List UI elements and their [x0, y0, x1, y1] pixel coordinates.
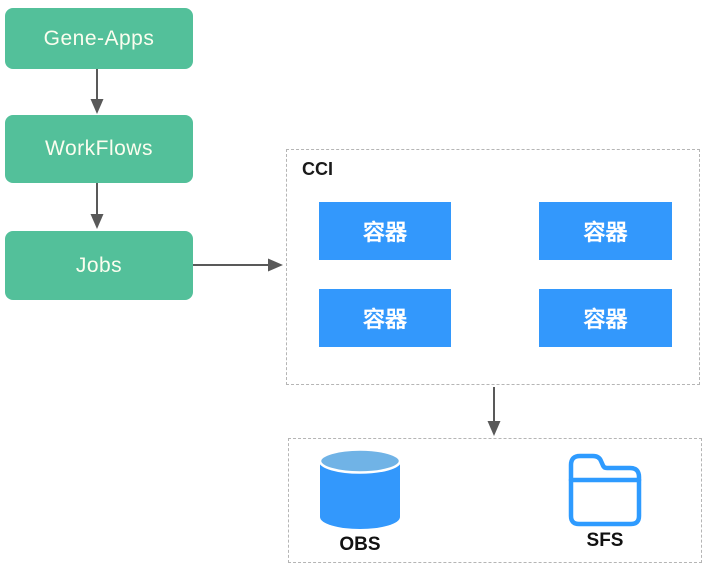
- storage-group: OBS SFS: [288, 438, 702, 563]
- node-jobs: Jobs: [5, 231, 193, 300]
- container-node-2-label: 容器: [583, 220, 628, 245]
- container-node-3-label: 容器: [362, 307, 407, 332]
- cci-group-title: CCI: [302, 159, 333, 179]
- obs-item: OBS: [316, 447, 404, 556]
- container-node-4: 容器: [539, 289, 672, 347]
- arrow-jobs-to-cci: [193, 258, 283, 272]
- obs-label: OBS: [339, 534, 381, 555]
- sfs-label: SFS: [586, 530, 624, 551]
- container-node-1: 容器: [319, 202, 451, 260]
- arrow-cci-to-storage: [487, 387, 501, 436]
- sfs-item: SFS: [565, 452, 645, 552]
- node-jobs-label: Jobs: [75, 253, 123, 277]
- container-node-3: 容器: [319, 289, 451, 347]
- arrow-gene-apps-to-workflows: [90, 69, 104, 114]
- folder-icon: [568, 453, 642, 527]
- cylinder-database-icon: [318, 448, 402, 529]
- node-workflows-label: WorkFlows: [45, 137, 153, 160]
- container-node-4-label: 容器: [583, 307, 628, 332]
- container-node-2: 容器: [539, 202, 672, 260]
- node-workflows: WorkFlows: [5, 115, 193, 183]
- cci-group: CCI 容器 容器 容器 容器: [286, 149, 700, 385]
- container-node-1-label: 容器: [362, 220, 407, 245]
- node-gene-apps: Gene-Apps: [5, 8, 193, 69]
- node-gene-apps-label: Gene-Apps: [43, 26, 155, 50]
- arrow-workflows-to-jobs: [90, 183, 104, 229]
